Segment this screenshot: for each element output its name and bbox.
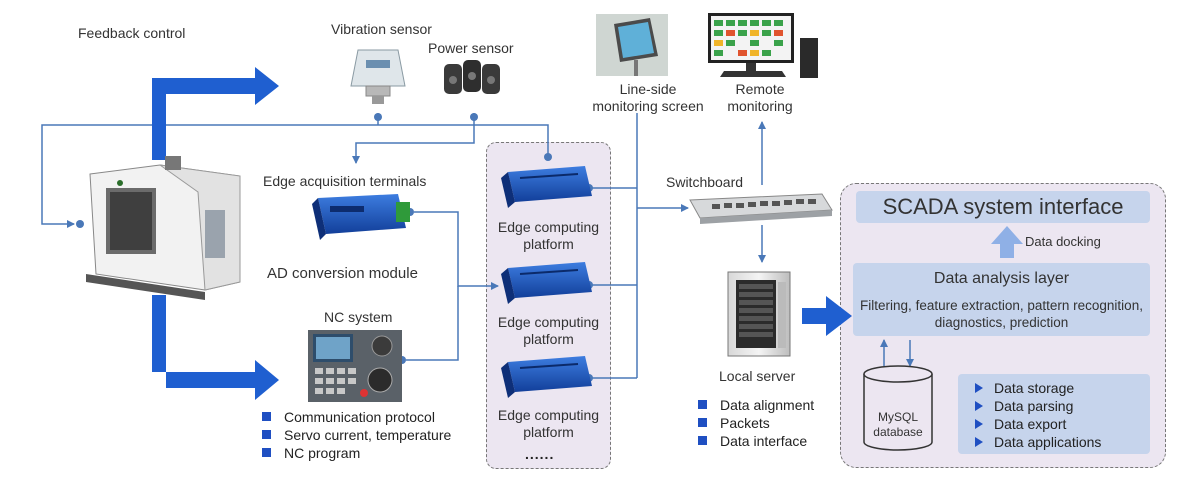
- edge-computing-label: Edge computing platform: [497, 314, 600, 347]
- list-item: Data applications: [974, 433, 1101, 451]
- edge-computing-device-icon: [501, 262, 592, 304]
- edge-computing-label: Edge computing platform: [497, 407, 600, 440]
- switchboard-icon: [689, 193, 833, 224]
- list-item: Data parsing: [974, 397, 1101, 415]
- data-analysis-description: Filtering, feature extraction, pattern r…: [860, 298, 1143, 330]
- vibration-sensor-label: Vibration sensor: [331, 21, 432, 37]
- data-functions-list: Data storage Data parsing Data export Da…: [974, 379, 1101, 451]
- local-server-label: Local server: [719, 368, 796, 384]
- line-side-screen-label: Line-side monitoring screen: [592, 81, 704, 114]
- edge-computing-device-icon: [501, 166, 592, 208]
- remote-monitoring-label: Remote monitoring: [727, 81, 793, 114]
- line-side-screen-icon: [596, 14, 668, 76]
- list-item: Data export: [974, 415, 1101, 433]
- connection-wires: [41, 113, 914, 379]
- edge-computing-device-icon: [501, 356, 592, 398]
- power-sensor-icon: [444, 60, 500, 94]
- cnc-machine-icon: [86, 156, 241, 300]
- list-item: Packets: [696, 414, 814, 432]
- data-analysis-box: [853, 263, 1150, 336]
- list-item: Data interface: [696, 432, 814, 450]
- ad-conversion-label: AD conversion module: [267, 265, 418, 282]
- nc-system-label: NC system: [324, 309, 393, 325]
- list-item: Communication protocol: [260, 408, 451, 426]
- nc-system-icon: [308, 330, 402, 402]
- data-functions-box: [958, 374, 1150, 454]
- data-analysis-title: Data analysis layer: [933, 270, 1070, 287]
- scada-title: SCADA system interface: [856, 191, 1150, 223]
- data-docking-label: Data docking: [1025, 234, 1101, 249]
- local-server-icon: [727, 271, 791, 357]
- more-platforms-ellipsis: ......: [525, 446, 555, 462]
- remote-monitoring-icon: [708, 13, 818, 78]
- nc-data-list: Communication protocol Servo current, te…: [260, 408, 451, 462]
- vibration-sensor-icon: [350, 49, 406, 104]
- mysql-database-label: MySQL database: [873, 410, 923, 439]
- edge-computing-label: Edge computing platform: [497, 219, 600, 252]
- list-item: Servo current, temperature: [260, 426, 451, 444]
- list-item: Data storage: [974, 379, 1101, 397]
- flow-arrows: [152, 67, 1023, 400]
- feedback-control-label: Feedback control: [78, 25, 186, 41]
- server-data-list: Data alignment Packets Data interface: [696, 396, 814, 450]
- edge-acquisition-label: Edge acquisition terminals: [263, 173, 427, 189]
- switchboard-label: Switchboard: [666, 174, 744, 190]
- list-item: NC program: [260, 444, 451, 462]
- power-sensor-label: Power sensor: [428, 40, 514, 56]
- list-item: Data alignment: [696, 396, 814, 414]
- mysql-database-icon: [863, 365, 933, 451]
- edge-acquisition-terminal-icon: [312, 194, 410, 240]
